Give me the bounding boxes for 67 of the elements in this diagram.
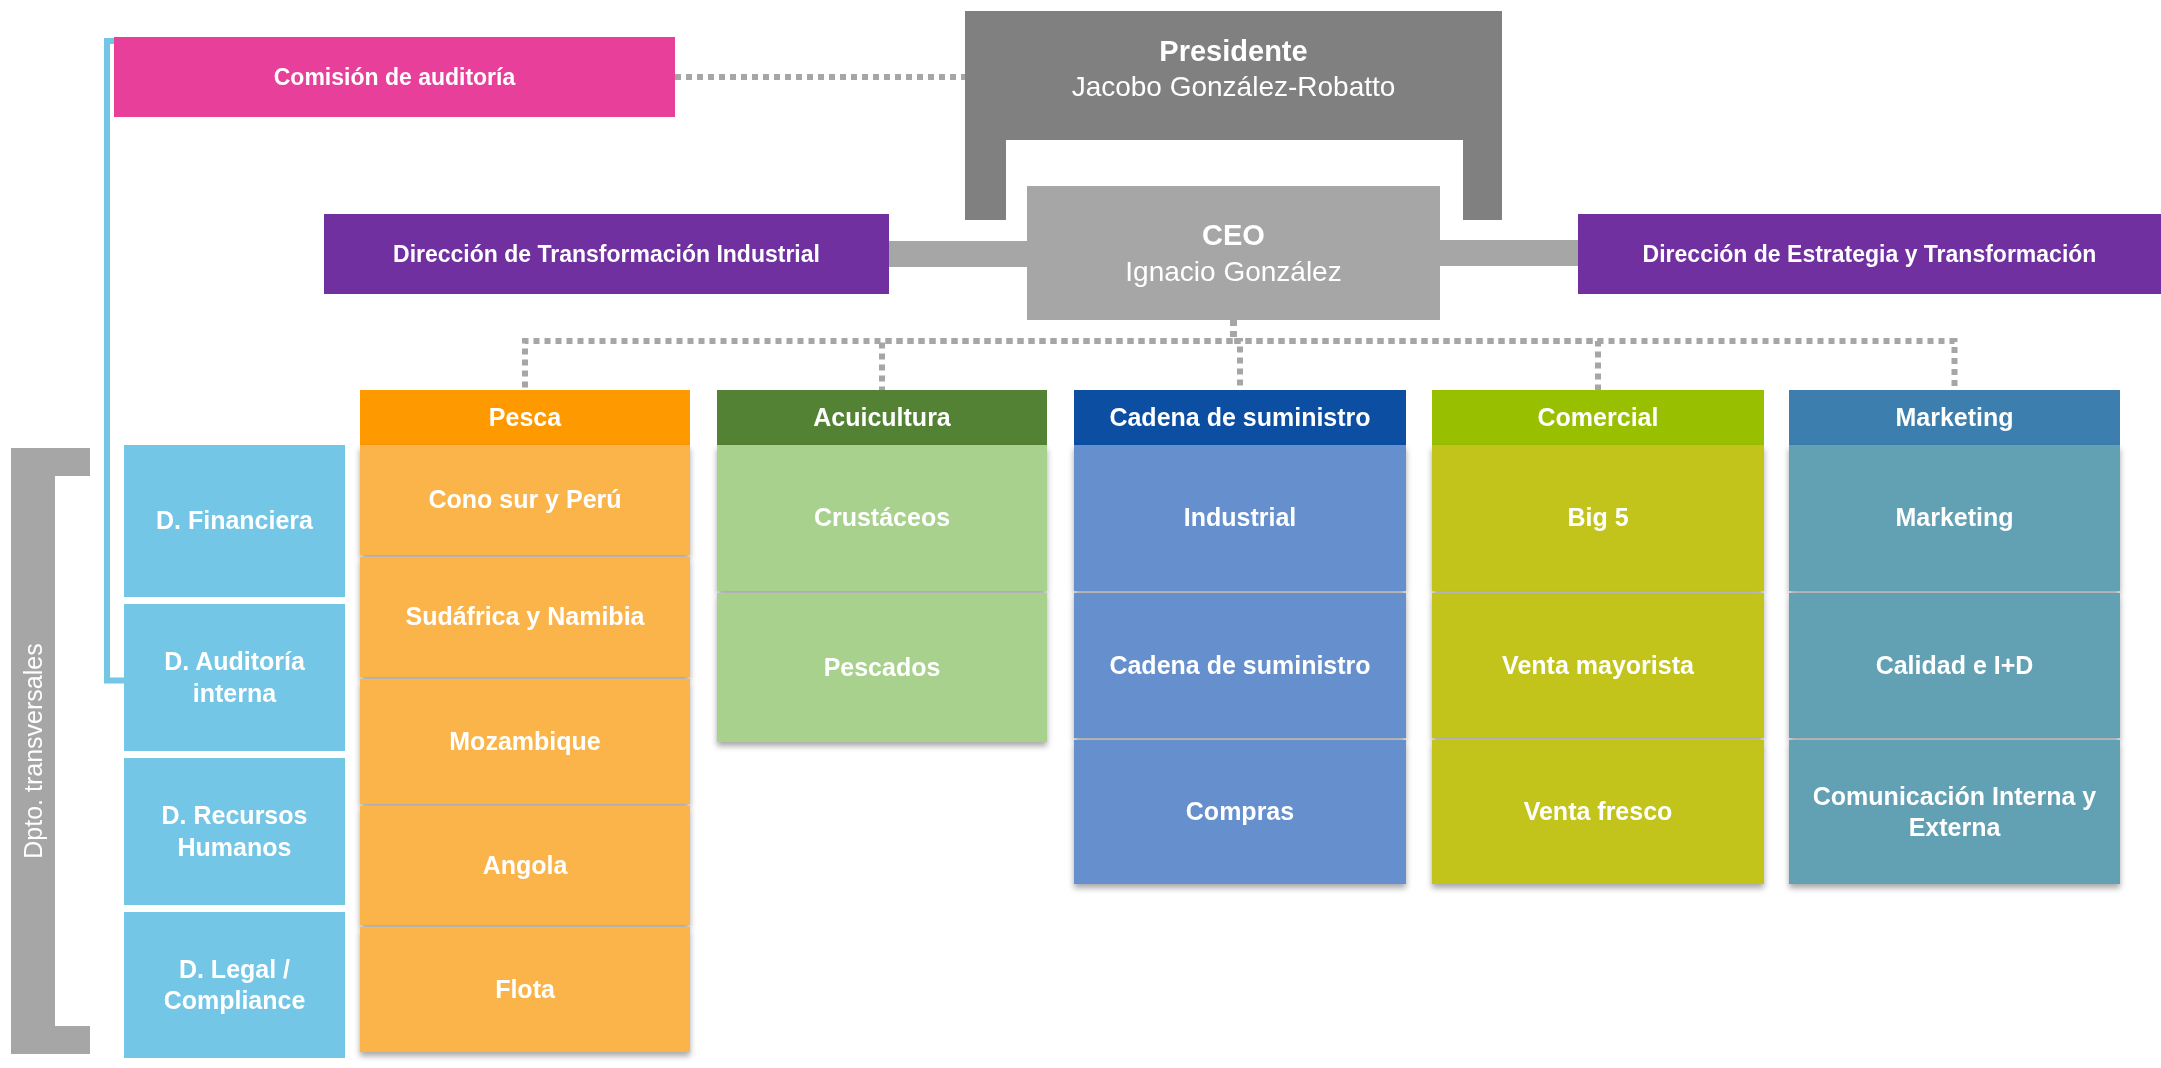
unit-box: [1789, 445, 2120, 591]
unit-box: [360, 806, 690, 925]
division-header: [360, 390, 690, 445]
unit-box: [1432, 445, 1764, 591]
box-title: Dirección de Estrategia y Transformación: [1642, 239, 2097, 269]
box-title: Presidente: [1159, 34, 1308, 69]
box-title: Cadena de suministro: [1109, 649, 1371, 681]
box-title: Acuicultura: [813, 401, 951, 433]
bracket-label: Dpto. transversales: [18, 643, 48, 859]
unit-box: [1432, 740, 1764, 884]
division-header: [1074, 390, 1406, 445]
division-header: [717, 390, 1047, 445]
department-box: [124, 604, 345, 751]
division-header: [1789, 390, 2120, 445]
unit-box: [1789, 740, 2120, 884]
connector-line: [104, 38, 124, 684]
unit-box: [1074, 740, 1406, 884]
box-title: Venta mayorista: [1502, 649, 1694, 681]
president-box: [965, 11, 1502, 220]
box-title: D. Legal / Compliance: [162, 953, 307, 1016]
unit-box: [717, 445, 1047, 591]
unit-box: [360, 557, 690, 677]
department-box: [124, 758, 345, 905]
box-title: D. Financiera: [156, 505, 313, 537]
box-title: Venta fresco: [1523, 796, 1673, 828]
unit-box: [1074, 593, 1406, 738]
unit-box: [360, 927, 690, 1052]
box-title: CEO: [1202, 218, 1265, 254]
box-title: Dirección de Transformación Industrial: [393, 239, 820, 269]
department-box: [1578, 214, 2161, 294]
box-title: D. Recursos Humanos: [160, 800, 309, 863]
box-title: Compras: [1185, 796, 1295, 828]
connector-bar: [889, 241, 1027, 267]
box-title: D. Auditoría interna: [163, 646, 306, 709]
person-name: Ignacio González: [1125, 254, 1342, 289]
unit-box: [360, 679, 690, 804]
box-title: Flota: [495, 973, 555, 1005]
department-box: [114, 37, 675, 117]
box-title: Pescados: [823, 651, 941, 683]
unit-box: [1789, 593, 2120, 738]
box-title: Cono sur y Perú: [428, 484, 622, 516]
unit-box: [717, 593, 1047, 742]
box-title: Comercial: [1537, 401, 1659, 433]
box-title: Sudáfrica y Namibia: [405, 601, 645, 633]
department-box: [124, 445, 345, 597]
box-title: Cadena de suministro: [1109, 401, 1371, 433]
department-box: [324, 214, 889, 294]
box-title: Crustáceos: [813, 502, 951, 534]
box-title: Industrial: [1183, 502, 1297, 534]
unit-box: [1432, 593, 1764, 738]
box-title: Big 5: [1567, 502, 1629, 534]
connector-bar: [1440, 240, 1578, 266]
box-title: Comunicación Interna y Externa: [1811, 780, 2098, 843]
division-header: [1432, 390, 1764, 445]
box-title: Marketing: [1895, 401, 2014, 433]
dotted-connector: [675, 74, 965, 80]
box-title: Comisión de auditoría: [273, 62, 516, 92]
box-title: Mozambique: [449, 725, 601, 757]
box-title: Angola: [482, 849, 568, 881]
ceo-box: [1027, 186, 1440, 320]
unit-box: [360, 445, 690, 555]
unit-box: [1074, 445, 1406, 591]
department-box: [124, 912, 345, 1058]
box-title: Calidad e I+D: [1875, 649, 2034, 681]
box-title: Marketing: [1895, 502, 2014, 534]
person-name: Jacobo González-Robatto: [1071, 70, 1396, 105]
box-title: Pesca: [488, 401, 562, 433]
